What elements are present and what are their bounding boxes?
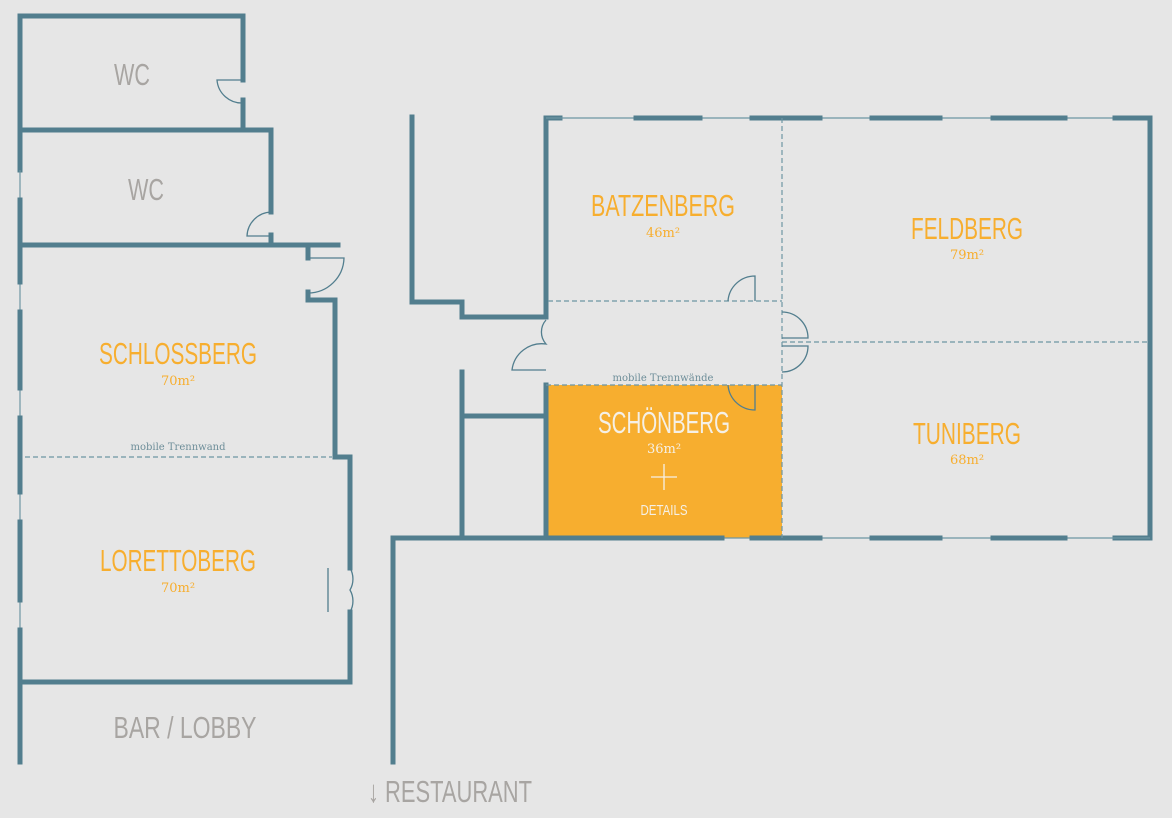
- room-area: 36m²: [647, 442, 681, 457]
- svg-text:WC: WC: [128, 172, 164, 207]
- room-schoenberg[interactable]: [546, 385, 782, 538]
- room-name: SCHÖNBERG: [598, 405, 730, 440]
- room-name: TUNIBERG: [913, 416, 1021, 451]
- room-area: 70m²: [161, 374, 195, 389]
- room-schoenberg-fill[interactable]: [546, 385, 782, 538]
- bar-lobby-label: BAR / LOBBY: [114, 710, 257, 745]
- room-area: 46m²: [646, 226, 680, 241]
- details-link[interactable]: DETAILS: [641, 502, 688, 519]
- room-name: FELDBERG: [911, 211, 1023, 246]
- room-schlossberg[interactable]: SCHLOSSBERG 70m²: [99, 336, 257, 389]
- partition-note: mobile Trennwände: [613, 373, 714, 384]
- room-area: 70m²: [161, 581, 195, 596]
- svg-text:WC: WC: [114, 57, 150, 92]
- room-name: SCHLOSSBERG: [99, 336, 257, 371]
- plus-icon[interactable]: [651, 464, 677, 490]
- room-schoenberg-labels[interactable]: SCHÖNBERG 36m² DETAILS: [598, 405, 730, 519]
- doors: [216, 79, 809, 613]
- room-name: BATZENBERG: [591, 188, 735, 223]
- room-tuniberg[interactable]: TUNIBERG 68m²: [913, 416, 1021, 468]
- room-batzenberg[interactable]: BATZENBERG 46m²: [591, 188, 735, 241]
- room-name: LORETTOBERG: [100, 543, 256, 578]
- room-lorettoberg[interactable]: LORETTOBERG 70m²: [100, 543, 256, 596]
- partition-note: mobile Trennwand: [130, 442, 226, 453]
- room-area: 68m²: [950, 453, 984, 468]
- room-wc-1: WC: [114, 57, 150, 92]
- room-area: 79m²: [950, 248, 984, 263]
- restaurant-label: ↓ RESTAURANT: [368, 774, 532, 809]
- room-wc-2: WC: [128, 172, 164, 207]
- room-feldberg[interactable]: FELDBERG 79m²: [911, 211, 1023, 263]
- walls: [17, 13, 1153, 765]
